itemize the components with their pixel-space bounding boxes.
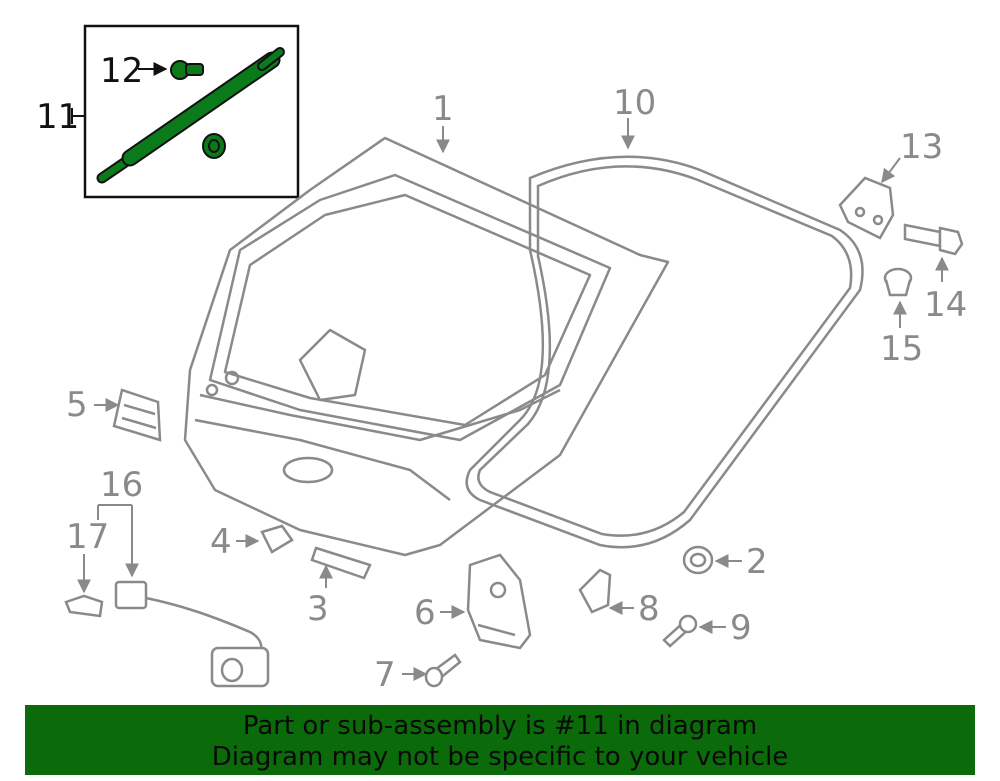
- callout-10: 10: [613, 83, 656, 123]
- weatherstrip-seal: [465, 155, 864, 549]
- callout-2: 2: [746, 542, 768, 582]
- callout-6: 6: [414, 593, 436, 633]
- bolt-9-icon: [662, 614, 698, 648]
- callout-13: 13: [900, 127, 943, 167]
- wire-harness-icon: [114, 580, 270, 688]
- callout-8: 8: [638, 589, 660, 629]
- screw-icon: [424, 653, 462, 688]
- latch-icon: [466, 553, 532, 650]
- emblem-icon: [112, 388, 162, 442]
- bumper-stop-icon: [682, 545, 714, 575]
- notice-banner: Part or sub-assembly is #11 in diagram D…: [25, 705, 975, 775]
- banner-line-2: Diagram may not be specific to your vehi…: [211, 742, 789, 772]
- inset-part-11[interactable]: 12: [83, 24, 300, 199]
- callout-7: 7: [374, 655, 396, 695]
- nut-icon: [883, 267, 913, 297]
- cushion-icon: [260, 524, 294, 554]
- callout-4: 4: [210, 522, 232, 562]
- gas-strut-icon: [96, 47, 285, 184]
- callout-3: 3: [307, 589, 329, 629]
- callout-17: 17: [66, 517, 109, 557]
- callout-14: 14: [924, 285, 967, 325]
- banner-line-1: Part or sub-assembly is #11 in diagram: [242, 711, 758, 741]
- striker-icon: [578, 568, 612, 614]
- callout-12: 12: [100, 51, 143, 91]
- callout-1: 1: [432, 89, 454, 129]
- parts-diagram: 12 11 1 10 13 14 15: [36, 24, 967, 695]
- tailgate-panel: [183, 136, 670, 557]
- bolt-icon: [903, 223, 964, 256]
- callout-11: 11: [36, 97, 79, 137]
- callout-5: 5: [66, 385, 88, 425]
- connector-icon: [64, 594, 104, 618]
- callout-16: 16: [100, 465, 143, 505]
- handle-icon: [310, 546, 372, 580]
- callout-15: 15: [880, 329, 923, 369]
- callout-9: 9: [730, 608, 752, 648]
- grommet-icon: [202, 133, 226, 159]
- hinge-icon: [838, 176, 895, 240]
- ball-stud-icon: [170, 60, 204, 80]
